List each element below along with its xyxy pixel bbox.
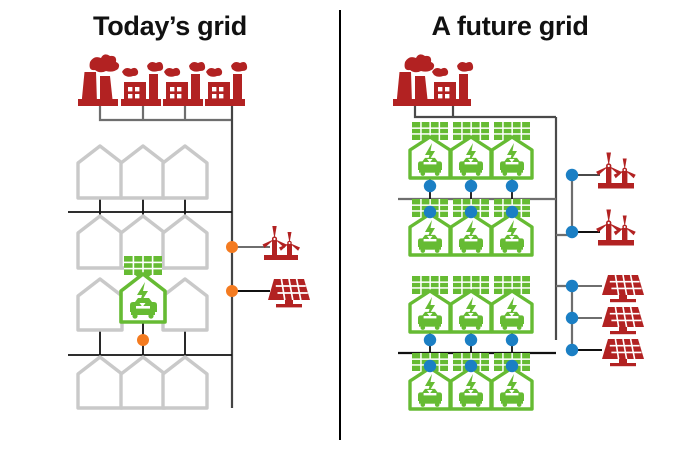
node-orange	[226, 241, 238, 253]
electric-vehicle-icon	[500, 157, 524, 176]
panel-divider	[339, 10, 341, 440]
power-plant-factory-icon	[205, 62, 248, 106]
power-plant-factory-icon	[431, 62, 474, 106]
node-blue	[464, 179, 478, 193]
house-green-solar-ev-icon	[119, 256, 167, 324]
power-plant-cooling-tower-icon	[78, 54, 120, 106]
solar-array-icon	[602, 306, 644, 335]
electric-vehicle-icon	[500, 234, 524, 253]
electric-vehicle-icon	[500, 388, 524, 407]
node-blue	[505, 359, 519, 373]
electric-vehicle-icon	[418, 234, 442, 253]
node-blue	[565, 343, 579, 357]
solar-array-icon	[602, 338, 644, 367]
node-orange	[137, 334, 149, 346]
house-green-solar-ev-icon	[408, 276, 452, 334]
panel-todays-grid: Today’s grid	[68, 11, 310, 410]
wind-turbine-icon	[596, 209, 636, 246]
electric-vehicle-icon	[418, 157, 442, 176]
renewables-future	[596, 152, 644, 367]
node-blue	[423, 333, 437, 347]
solar-array-icon	[602, 274, 644, 303]
node-blue	[505, 179, 519, 193]
node-blue	[464, 359, 478, 373]
node-orange	[226, 285, 238, 297]
house-green-solar-ev-icon	[449, 122, 493, 180]
house-row-1-future	[408, 122, 534, 180]
node-blue	[565, 225, 579, 239]
connection-nodes-today	[137, 241, 238, 346]
electric-vehicle-icon	[459, 234, 483, 253]
panel-title-today: Today’s grid	[93, 11, 247, 41]
node-blue	[423, 205, 437, 219]
power-plant-factory-icon	[121, 62, 164, 106]
electric-vehicle-icon	[500, 311, 524, 330]
generation-row-today	[78, 54, 248, 106]
wind-turbine-icon	[262, 226, 300, 260]
electric-vehicle-icon	[459, 157, 483, 176]
node-blue	[565, 311, 579, 325]
house-green-solar-ev-icon	[408, 122, 452, 180]
power-plant-cooling-tower-icon	[393, 54, 435, 106]
house-green-solar-ev-icon	[449, 276, 493, 334]
power-plant-factory-icon	[163, 62, 206, 106]
house-row-1-today	[76, 144, 209, 200]
node-blue	[505, 333, 519, 347]
house-row-2-today	[76, 214, 209, 270]
solar-array-icon	[268, 278, 310, 308]
node-blue	[423, 359, 437, 373]
house-row-4-today	[76, 355, 209, 410]
electric-vehicle-icon	[418, 311, 442, 330]
house-row-3-future	[408, 276, 534, 334]
node-blue	[565, 168, 579, 182]
connection-nodes-future	[423, 168, 579, 373]
node-blue	[464, 205, 478, 219]
electric-vehicle-icon	[418, 388, 442, 407]
house-green-solar-ev-icon	[490, 276, 534, 334]
house-green-solar-ev-icon	[490, 122, 534, 180]
panel-future-grid: A future grid	[340, 0, 680, 450]
node-blue	[505, 205, 519, 219]
panel-title-future: A future grid	[431, 11, 589, 41]
todays-grid-diagram	[68, 54, 310, 410]
electric-vehicle-icon	[130, 298, 157, 319]
wind-turbine-icon	[596, 152, 636, 189]
node-blue	[565, 279, 579, 293]
electric-vehicle-icon	[459, 311, 483, 330]
renewables-today	[262, 226, 310, 308]
future-grid-diagram	[393, 54, 644, 411]
house-row-3-today	[76, 256, 209, 332]
node-blue	[464, 333, 478, 347]
electric-vehicle-icon	[459, 388, 483, 407]
node-blue	[423, 179, 437, 193]
house-green-solar-ev-icon	[490, 199, 534, 257]
generation-row-future	[393, 54, 474, 106]
